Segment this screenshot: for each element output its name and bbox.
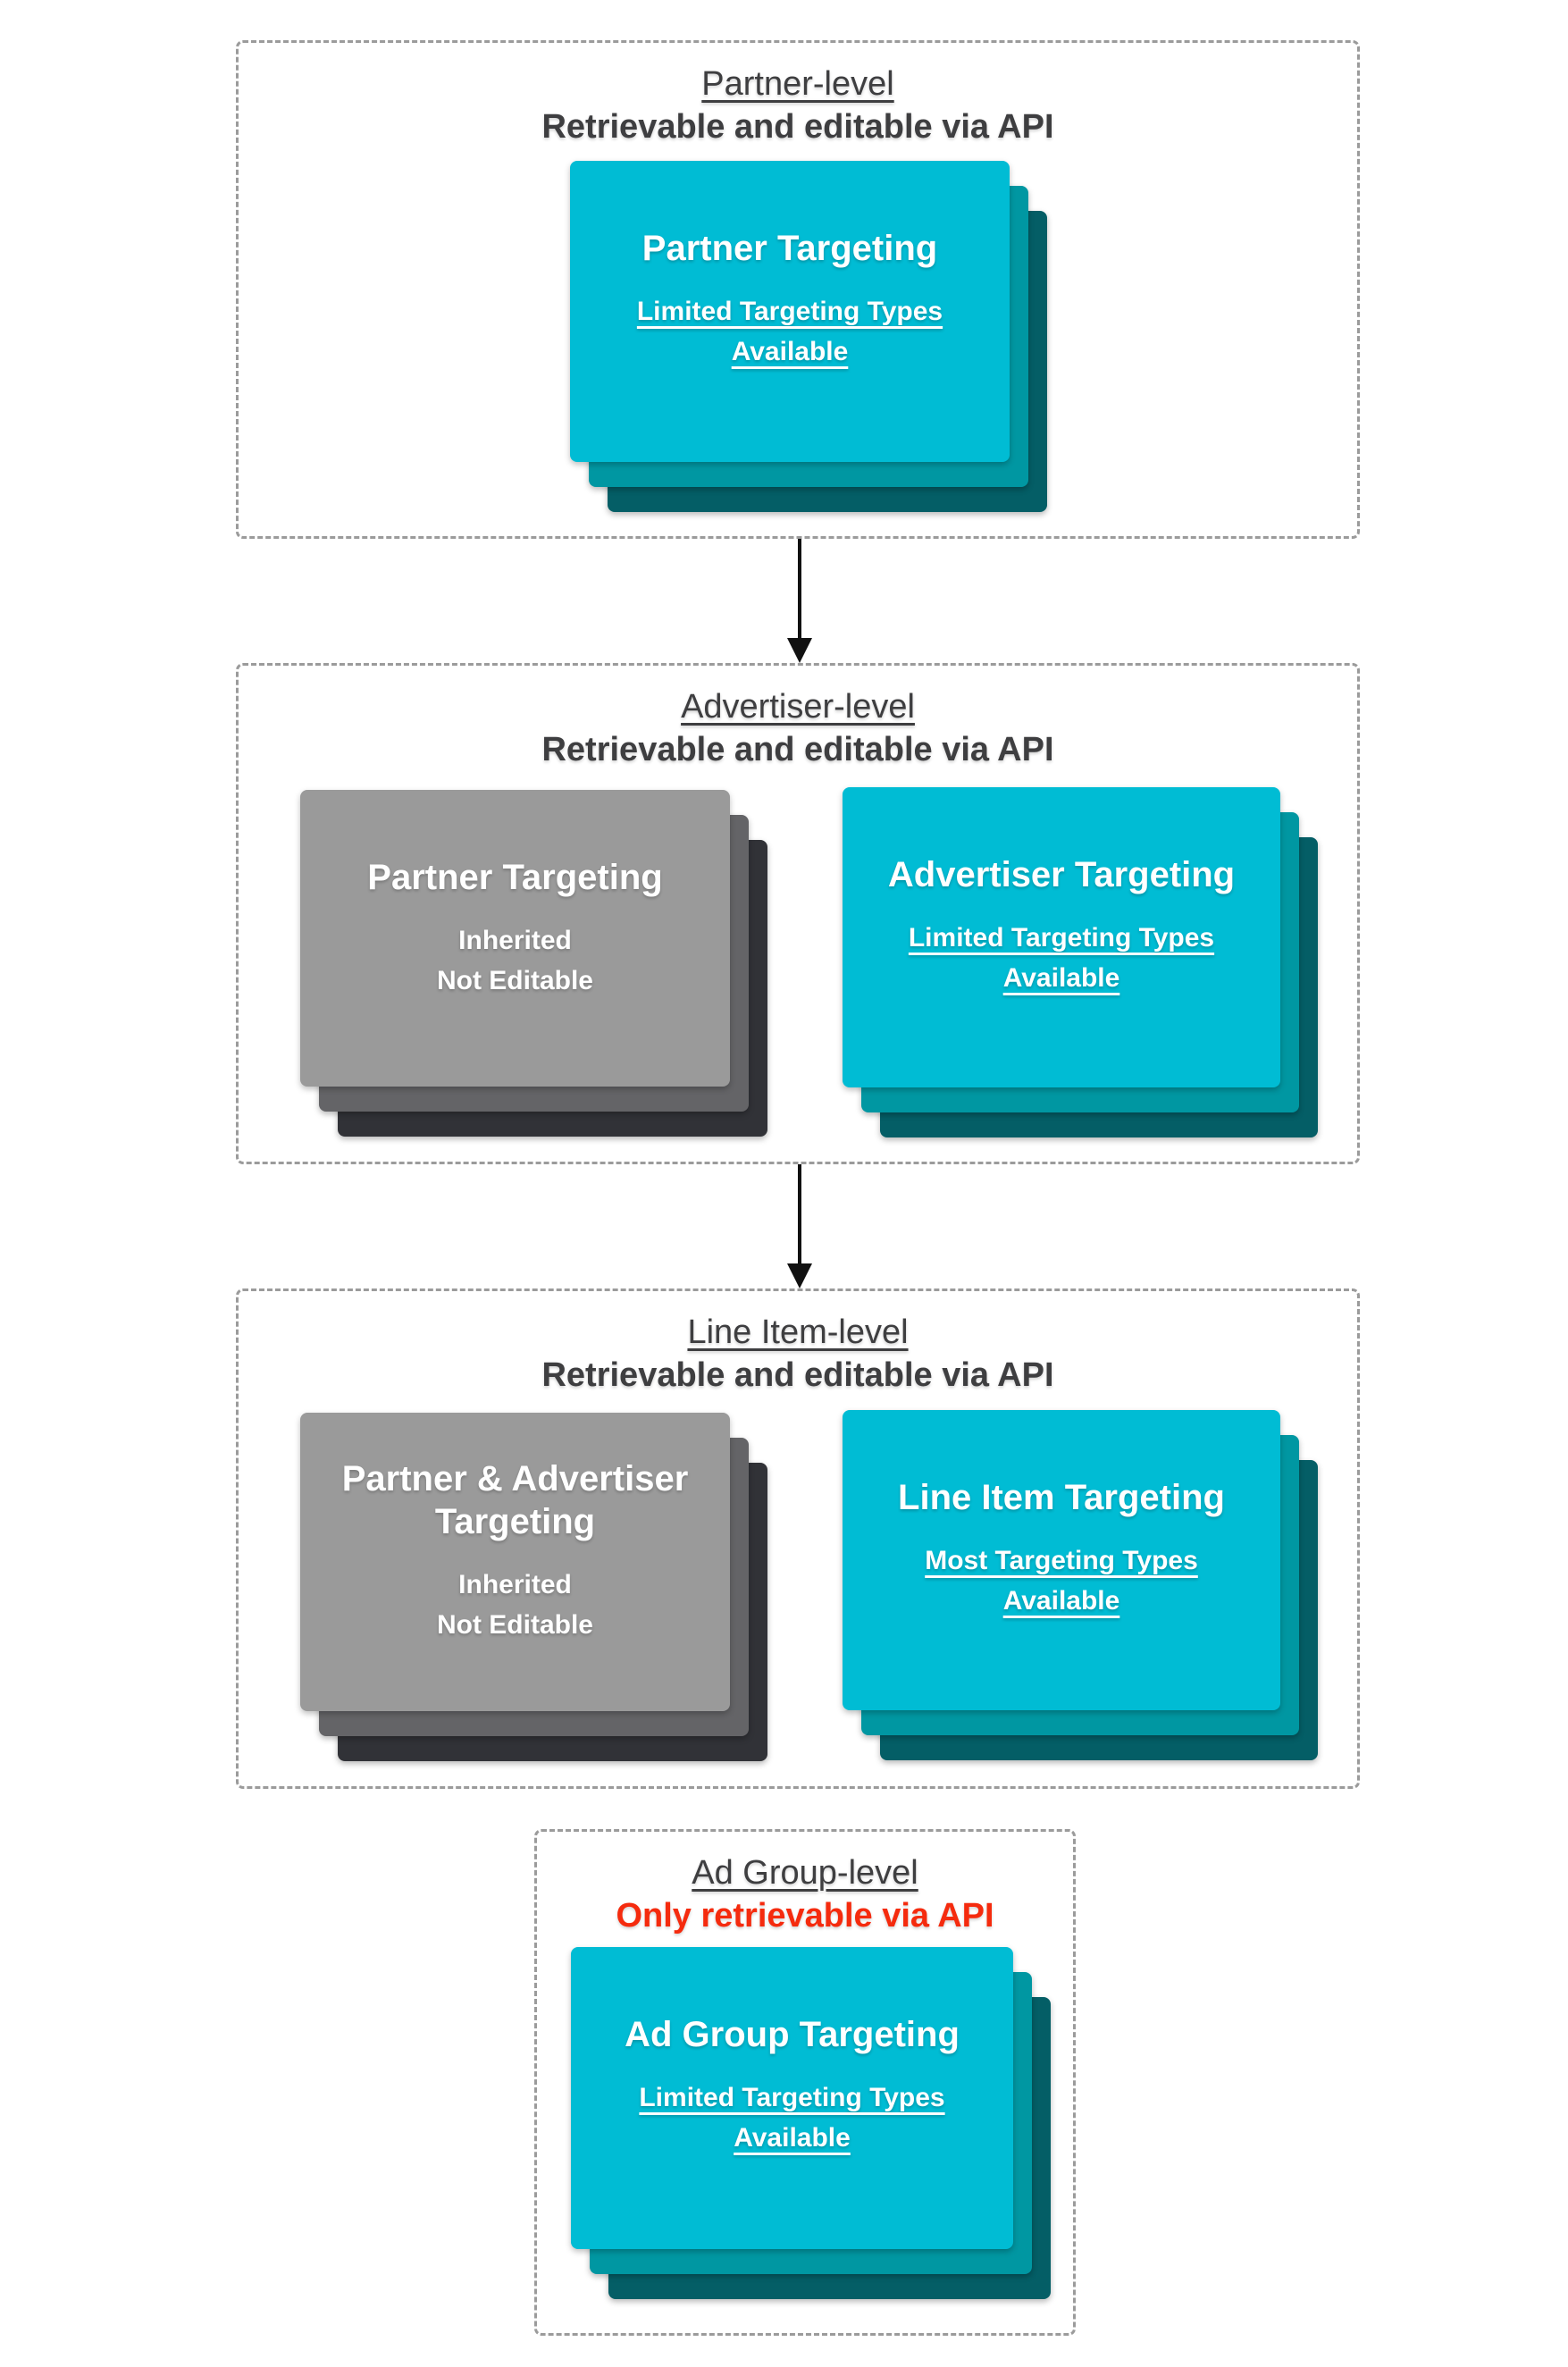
card-stack: Line Item Targeting Most Targeting Types…	[843, 1410, 1318, 1760]
card-title: Ad Group Targeting	[625, 2015, 960, 2054]
card-body: Inherited Not Editable	[436, 926, 593, 995]
card-partner-targeting-inherited: Partner Targeting Inherited Not Editable	[300, 790, 730, 1087]
section-title: Line Item-level	[687, 1314, 909, 1351]
section-line-item-level: Line Item-level Retrievable and editable…	[236, 1288, 1360, 1789]
section-title: Partner-level	[701, 65, 894, 103]
section-subtitle: Retrievable and editable via API	[541, 108, 1054, 146]
flow-arrow-advertiser-to-lineitem	[787, 1164, 812, 1288]
flow-arrow-partner-to-advertiser	[787, 539, 812, 663]
card-ad-group-targeting: Ad Group Targeting Limited Targeting Typ…	[571, 1947, 1013, 2249]
section-title: Ad Group-level	[692, 1854, 918, 1892]
section-header: Partner-level Retrievable and editable v…	[239, 43, 1357, 148]
section-partner-level: Partner-level Retrievable and editable v…	[236, 40, 1360, 539]
section-ad-group-level: Ad Group-level Only retrievable via API …	[534, 1829, 1076, 2336]
card-subtitle: Most Targeting Types Available	[925, 1546, 1198, 1616]
card-stack: Partner Targeting Limited Targeting Type…	[570, 161, 1047, 512]
section-header: Line Item-level Retrievable and editable…	[239, 1291, 1357, 1397]
section-subtitle: Retrievable and editable via API	[541, 1356, 1054, 1394]
card-subtitle: Limited Targeting Types Available	[639, 2083, 945, 2153]
section-title: Advertiser-level	[681, 688, 915, 726]
card-partner-advertiser-targeting-inherited: Partner & Advertiser Targeting Inherited…	[300, 1413, 730, 1711]
card-title: Advertiser Targeting	[887, 855, 1236, 894]
card-stack: Partner Targeting Inherited Not Editable	[300, 790, 767, 1137]
card-title: Partner Targeting	[367, 858, 663, 897]
card-subtitle: Limited Targeting Types Available	[908, 923, 1215, 993]
section-header: Ad Group-level Only retrievable via API	[537, 1832, 1073, 1937]
card-subtitle: Limited Targeting Types Available	[636, 297, 943, 366]
section-subtitle: Retrievable and editable via API	[541, 731, 1054, 768]
section-header: Advertiser-level Retrievable and editabl…	[239, 666, 1357, 771]
arrow-down-icon	[787, 1263, 812, 1288]
card-stack: Advertiser Targeting Limited Targeting T…	[843, 787, 1318, 1137]
card-body: Inherited Not Editable	[436, 1570, 593, 1640]
card-title: Partner & Advertiser Targeting	[341, 1459, 689, 1541]
arrow-down-icon	[787, 638, 812, 663]
card-stack: Partner & Advertiser Targeting Inherited…	[300, 1413, 767, 1761]
card-title: Line Item Targeting	[898, 1478, 1225, 1517]
card-advertiser-targeting: Advertiser Targeting Limited Targeting T…	[843, 787, 1280, 1087]
arrow-line	[798, 1164, 801, 1263]
card-stack: Ad Group Targeting Limited Targeting Typ…	[571, 1947, 1051, 2299]
section-advertiser-level: Advertiser-level Retrievable and editabl…	[236, 663, 1360, 1164]
card-title: Partner Targeting	[641, 229, 938, 268]
arrow-line	[798, 539, 801, 638]
card-partner-targeting: Partner Targeting Limited Targeting Type…	[570, 161, 1010, 462]
section-subtitle: Only retrievable via API	[616, 1897, 994, 1935]
card-line-item-targeting: Line Item Targeting Most Targeting Types…	[843, 1410, 1280, 1710]
